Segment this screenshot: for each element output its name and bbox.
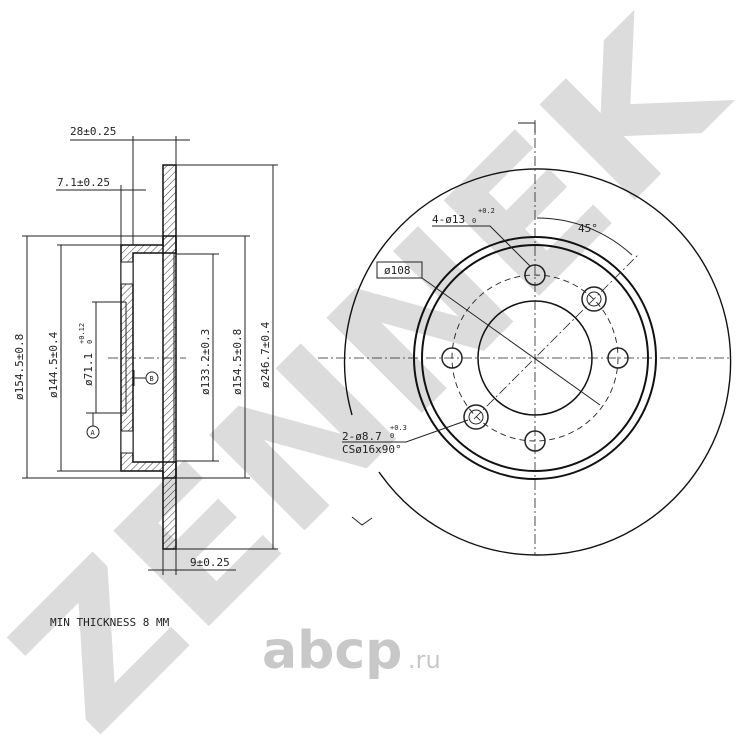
abcp-logo: abcp .ru	[262, 621, 441, 681]
front-view: 4-ø13 +0.2 0 45° ø108 2-ø8.7 +0.3 0 CSø1…	[318, 120, 732, 556]
svg-text:.ru: .ru	[408, 646, 441, 674]
svg-text:abcp: abcp	[262, 621, 402, 681]
small-holes	[463, 286, 607, 430]
dim-71-1-tol-upper: +0.12	[78, 323, 86, 344]
dim-144-5: ø144.5±0.4	[47, 331, 60, 398]
dim-133-2: ø133.2±0.3	[199, 329, 212, 395]
dim-28: 28±0.25	[70, 125, 116, 138]
dim-7-1: 7.1±0.25	[57, 176, 110, 189]
svg-text:B: B	[150, 375, 154, 383]
dim-71-1-tol-lower: 0	[86, 340, 94, 344]
label-angle: 45°	[578, 222, 598, 235]
label-small-holes: 2-ø8.7	[342, 430, 382, 443]
svg-text:0: 0	[390, 432, 394, 440]
label-pcd: ø108	[384, 264, 411, 277]
dim-71-1: ø71.1	[82, 353, 95, 386]
min-thickness-note: MIN THICKNESS 8 MM	[50, 616, 170, 629]
svg-text:+0.2: +0.2	[478, 207, 495, 215]
svg-text:+0.3: +0.3	[390, 424, 407, 432]
dim-154-5-right: ø154.5±0.8	[231, 329, 244, 395]
pcd-box	[376, 261, 423, 279]
label-countersink: CSø16x90°	[342, 443, 402, 456]
datum-a	[86, 425, 100, 439]
dim-154-5-left: ø154.5±0.8	[13, 334, 26, 400]
label-bolt-holes: 4-ø13	[432, 213, 465, 226]
bolt-holes	[441, 264, 629, 452]
dim-246-7: ø246.7±0.4	[259, 321, 272, 388]
svg-text:A: A	[91, 429, 96, 437]
section-view: 28±0.25 7.1±0.25 ø154.5±0.8 ø144.5±0.4 ø…	[13, 125, 278, 575]
disc-plate-section	[162, 164, 177, 550]
dim-9: 9±0.25	[190, 556, 230, 569]
svg-text:0: 0	[472, 217, 476, 225]
datum-b	[145, 371, 159, 385]
